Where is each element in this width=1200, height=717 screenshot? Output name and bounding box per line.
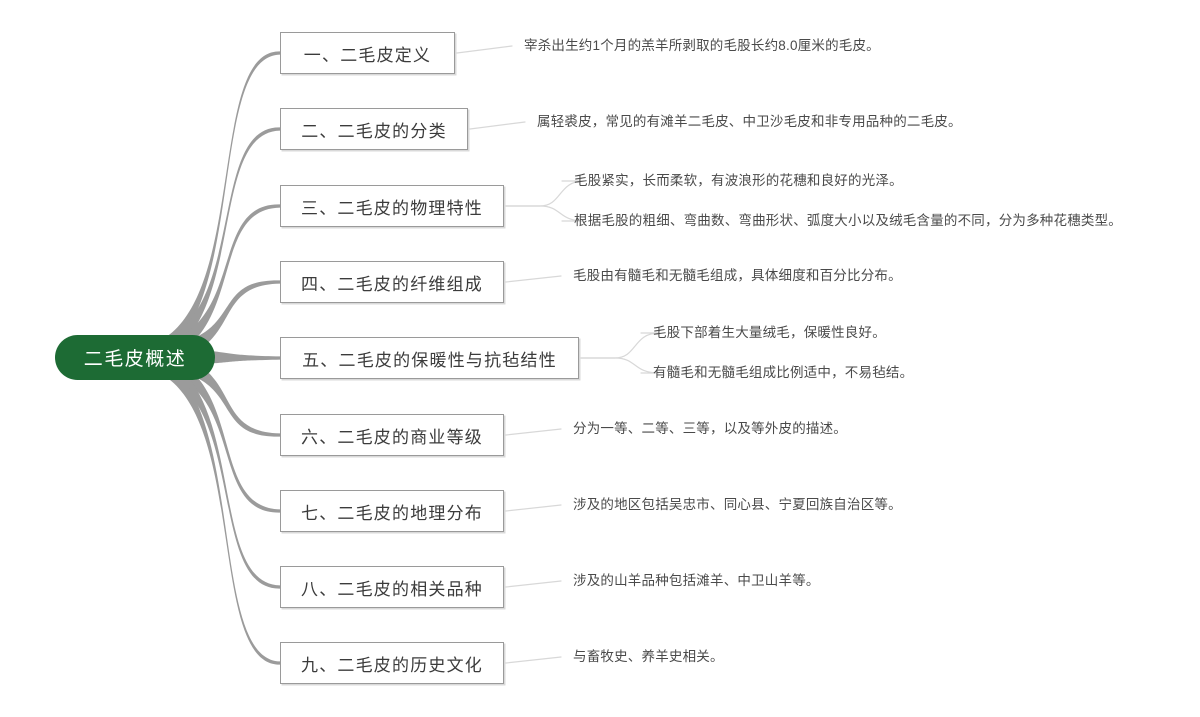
leaf-connector [505,656,562,664]
branch-node-8[interactable]: 八、二毛皮的相关品种 [280,566,504,608]
leaf-text: 有髓毛和无髓毛组成比例适中，不易毡结。 [653,365,914,380]
leaf-connector [505,580,562,588]
root-node[interactable]: 二毛皮概述 [55,335,215,380]
branch-node-label: 九、二毛皮的历史文化 [301,655,483,675]
leaf-connector [505,205,585,222]
leaf-text: 属轻裘皮，常见的有滩羊二毛皮、中卫沙毛皮和非专用品种的二毛皮。 [537,114,962,129]
leaf-connector [505,275,562,283]
branch-connector [135,348,280,589]
leaf-text: 毛股由有髓毛和无髓毛组成，具体细度和百分比分布。 [573,268,902,283]
leaf-text: 宰杀出生约1个月的羔羊所剥取的毛股长约8.0厘米的毛皮。 [524,38,880,53]
branch-node-7[interactable]: 七、二毛皮的地理分布 [280,490,504,532]
leaf-text: 根据毛股的粗细、弯曲数、弯曲形状、弧度大小以及绒毛含量的不同，分为多种花穗类型。 [574,213,1122,228]
leaf-text: 毛股下部着生大量绒毛，保暖性良好。 [653,325,886,340]
branch-connector [135,348,280,665]
branch-node-3[interactable]: 三、二毛皮的物理特性 [280,185,504,227]
branch-node-label: 二、二毛皮的分类 [301,121,447,141]
root-node-label: 二毛皮概述 [83,349,187,370]
leaf-connector [505,180,585,207]
leaf-text: 与畜牧史、养羊史相关。 [573,649,724,664]
branch-node-label: 四、二毛皮的纤维组成 [301,274,483,294]
leaf-connector [580,357,660,374]
leaf-connector [505,428,562,436]
branch-node-4[interactable]: 四、二毛皮的纤维组成 [280,261,504,303]
branch-node-label: 一、二毛皮定义 [303,45,432,65]
leaf-text: 毛股紧实，长而柔软，有波浪形的花穗和良好的光泽。 [574,173,903,188]
branch-node-2[interactable]: 二、二毛皮的分类 [280,108,468,150]
branch-node-label: 三、二毛皮的物理特性 [301,198,483,218]
branch-node-6[interactable]: 六、二毛皮的商业等级 [280,414,504,456]
branch-node-label: 六、二毛皮的商业等级 [301,427,483,447]
branch-connector [135,127,280,366]
branch-node-1[interactable]: 一、二毛皮定义 [280,32,455,74]
branch-node-label: 五、二毛皮的保暖性与抗毡结性 [302,350,557,370]
leaf-text: 分为一等、二等、三等，以及等外皮的描述。 [573,421,847,436]
leaf-connector [469,121,526,130]
branch-node-label: 八、二毛皮的相关品种 [301,579,483,599]
leaf-connector [580,332,660,359]
leaf-text: 涉及的地区包括吴忠市、同心县、宁夏回族自治区等。 [573,497,902,512]
leaf-text: 涉及的山羊品种包括滩羊、中卫山羊等。 [573,573,820,588]
branch-node-5[interactable]: 五、二毛皮的保暖性与抗毡结性 [280,337,579,379]
branch-node-9[interactable]: 九、二毛皮的历史文化 [280,642,504,684]
leaf-connector [456,45,513,54]
branch-node-label: 七、二毛皮的地理分布 [301,503,483,523]
branch-connector [135,51,280,366]
leaf-connector [505,504,562,512]
